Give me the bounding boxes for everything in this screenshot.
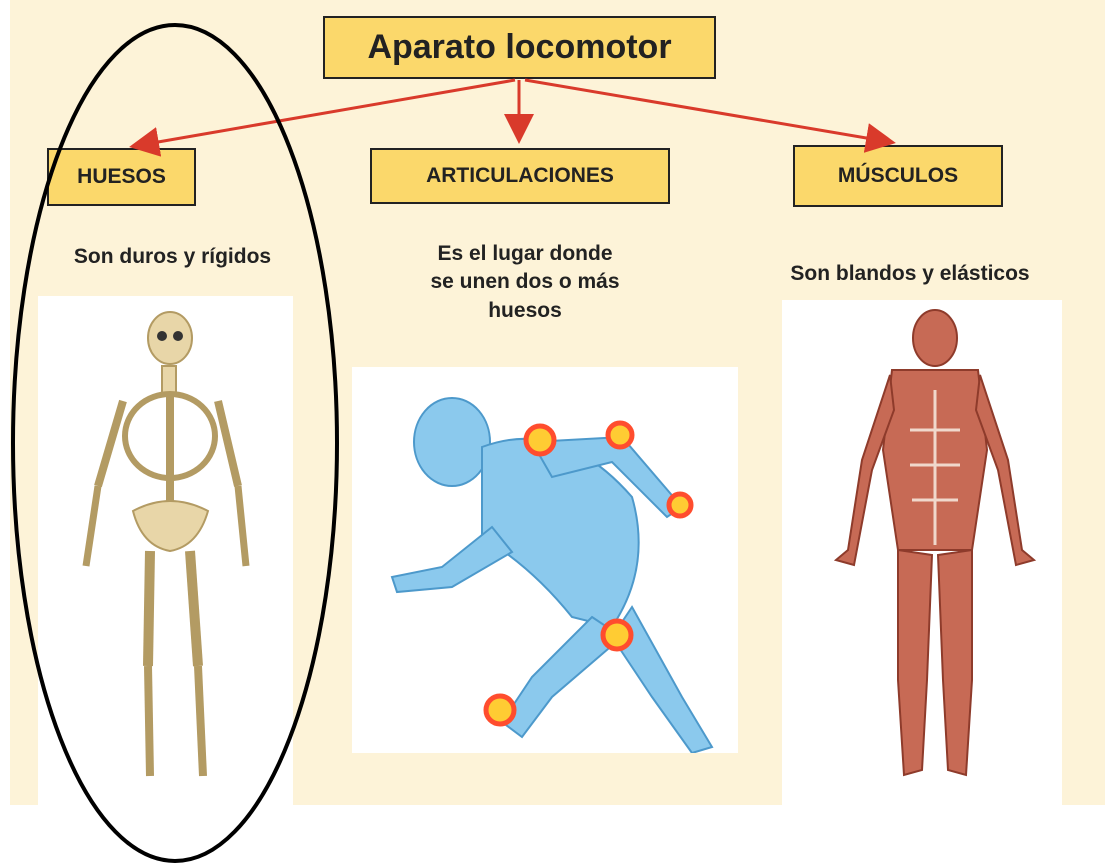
title-box: Aparato locomotor xyxy=(323,16,716,79)
huesos-description: Son duros y rígidos xyxy=(73,245,272,268)
running-figure-illustration xyxy=(390,397,714,755)
huesos-label: HUESOS xyxy=(77,165,166,188)
articulaciones-description: Es el lugar donde se unen dos o más hues… xyxy=(430,242,620,322)
joint-highlights xyxy=(483,420,694,727)
title-text: Aparato locomotor xyxy=(367,28,672,66)
articulaciones-label: ARTICULACIONES xyxy=(426,164,614,187)
muscle-figure-image-card xyxy=(782,300,1062,805)
articulaciones-box: ARTICULACIONES xyxy=(370,148,670,204)
musculos-box: MÚSCULOS xyxy=(793,145,1003,207)
skeleton-image-card xyxy=(38,296,293,806)
skeleton-illustration xyxy=(82,311,250,777)
running-figure-image-card xyxy=(352,367,738,755)
muscle-figure-illustration xyxy=(833,309,1037,777)
musculos-label: MÚSCULOS xyxy=(837,164,959,187)
huesos-box: HUESOS xyxy=(47,148,196,206)
musculos-description: Son blandos y elásticos xyxy=(790,262,1030,285)
